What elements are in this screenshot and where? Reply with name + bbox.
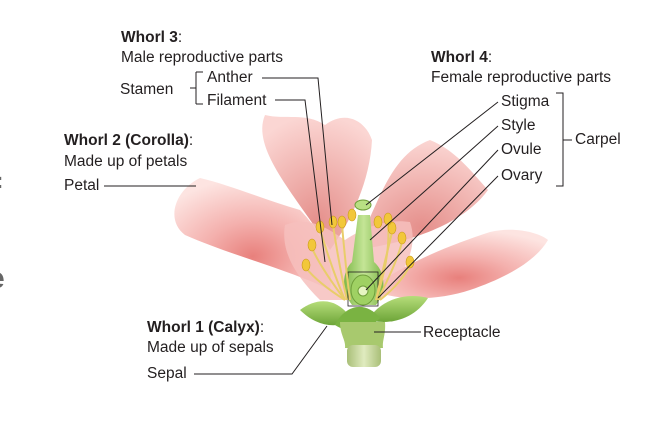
label-sepal: Sepal xyxy=(147,365,187,382)
whorl4-title: Whorl 4 xyxy=(431,49,488,66)
whorl4-colon: : xyxy=(487,49,493,66)
anthers xyxy=(301,208,415,272)
petal-right xyxy=(370,229,548,299)
cropped-letter: e xyxy=(0,262,5,296)
whorl2-title: Whorl 2 (Corolla) xyxy=(64,132,189,149)
whorl2-subtitle: Made up of petals xyxy=(64,153,188,170)
label-stamen: Stamen xyxy=(120,81,174,98)
whorl3-colon: : xyxy=(177,29,183,46)
whorl4-heading: Whorl 4: xyxy=(431,48,492,67)
whorl1-subtitle: Made up of sepals xyxy=(147,339,274,356)
label-receptacle: Receptacle xyxy=(423,324,501,341)
receptacle-stem xyxy=(340,322,386,367)
whorl3-title: Whorl 3 xyxy=(121,29,178,46)
label-style: Style xyxy=(501,117,536,134)
whorl1-colon: : xyxy=(259,319,265,336)
label-ovule: Ovule xyxy=(501,141,542,158)
whorl1-heading: Whorl 1 (Calyx): xyxy=(147,318,264,337)
label-stigma: Stigma xyxy=(501,93,550,110)
label-carpel: Carpel xyxy=(575,131,621,148)
whorl4-subtitle: Female reproductive parts xyxy=(431,69,612,86)
cropped-colon: : xyxy=(0,168,3,194)
label-petal: Petal xyxy=(64,177,100,194)
whorl3-heading: Whorl 3: xyxy=(121,28,182,47)
leader-lines xyxy=(104,71,572,375)
whorl1-title: Whorl 1 (Calyx) xyxy=(147,319,260,336)
whorl3-subtitle: Male reproductive parts xyxy=(121,49,283,66)
label-anther: Anther xyxy=(207,69,253,86)
whorl2-heading: Whorl 2 (Corolla): xyxy=(64,131,193,150)
whorl2-colon: : xyxy=(188,132,194,149)
label-ovary: Ovary xyxy=(501,167,543,184)
label-filament: Filament xyxy=(207,92,267,109)
